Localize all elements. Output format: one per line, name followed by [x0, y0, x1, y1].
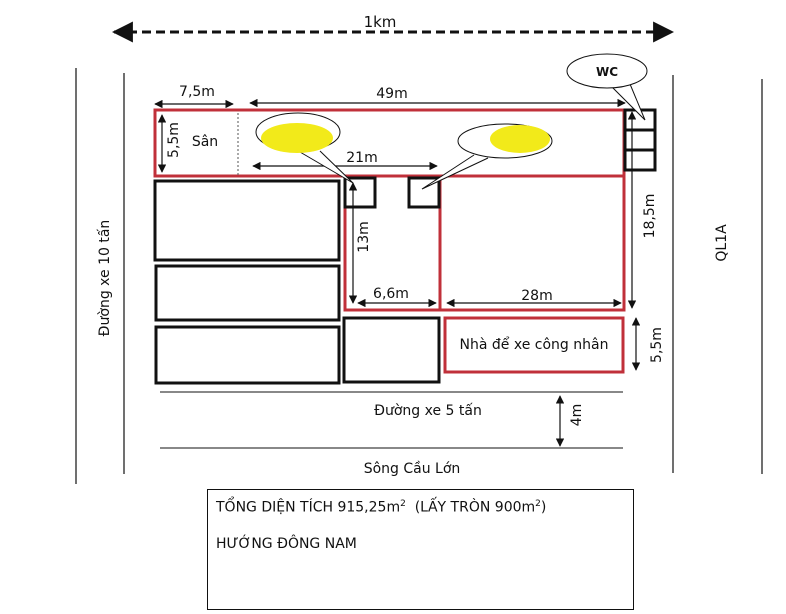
dim-column-height-label: 13m: [356, 221, 372, 252]
redacted-highlight: [261, 123, 333, 153]
dim-top-length-label: 49m: [376, 86, 407, 102]
scale-arrow: 1km: [111, 13, 675, 43]
dim-right-height-label: 18,5m: [642, 194, 658, 239]
rounded-area-text: (LẤY TRÒN 900m: [414, 499, 536, 516]
dim-column-width-label: 6,6m: [373, 286, 409, 302]
total-area-line: TỔNG DIỆN TÍCH 915,25m2 (LẤY TRÒN 900m2): [216, 494, 633, 518]
redacted-highlight: [490, 125, 550, 153]
scale-label: 1km: [364, 13, 397, 31]
road-right-label: QL1A: [714, 224, 730, 262]
rounded-close: ): [540, 499, 547, 516]
direction-line: HƯỚNG ĐÔNG NAM: [216, 535, 357, 552]
building-center-bottom: [342, 316, 441, 384]
wc-block: [623, 108, 657, 172]
road-left-label: Đường xe 10 tấn: [97, 220, 113, 337]
river-label: Sông Cầu Lớn: [364, 461, 461, 477]
building-left-3: [154, 325, 341, 385]
dim-yard-width-label: 7,5m: [179, 84, 215, 100]
road-bottom-label: Đường xe 5 tấn: [374, 403, 482, 419]
building-left-2: [154, 264, 341, 322]
dim-road-width-label: 4m: [569, 404, 585, 427]
parking-label: Nhà để xe công nhân: [460, 336, 609, 353]
wc-label: WC: [596, 65, 618, 79]
dim-inner-width-label: 21m: [346, 150, 377, 166]
parking-building: [443, 316, 625, 374]
dim-yard-depth-label: 5,5m: [166, 122, 182, 158]
small-room-left: [343, 176, 377, 209]
rounded-superscript: 2: [535, 499, 541, 509]
info-box: TỔNG DIỆN TÍCH 915,25m2 (LẤY TRÒN 900m2)…: [207, 489, 634, 610]
yard-label: Sân: [192, 134, 218, 150]
callout-wc: WC: [566, 53, 648, 121]
total-area-text: TỔNG DIỆN TÍCH 915,25m: [216, 499, 401, 516]
callout-left: [255, 112, 354, 184]
dim-right-width-label: 28m: [521, 288, 552, 304]
dim-parking-height-label: 5,5m: [649, 327, 665, 363]
building-left-1: [153, 179, 341, 262]
small-room-right: [407, 176, 441, 209]
callout-right: [421, 123, 553, 190]
right-block-outline: [438, 110, 626, 312]
area-superscript: 2: [400, 499, 406, 509]
column-block-outline: [343, 176, 440, 312]
